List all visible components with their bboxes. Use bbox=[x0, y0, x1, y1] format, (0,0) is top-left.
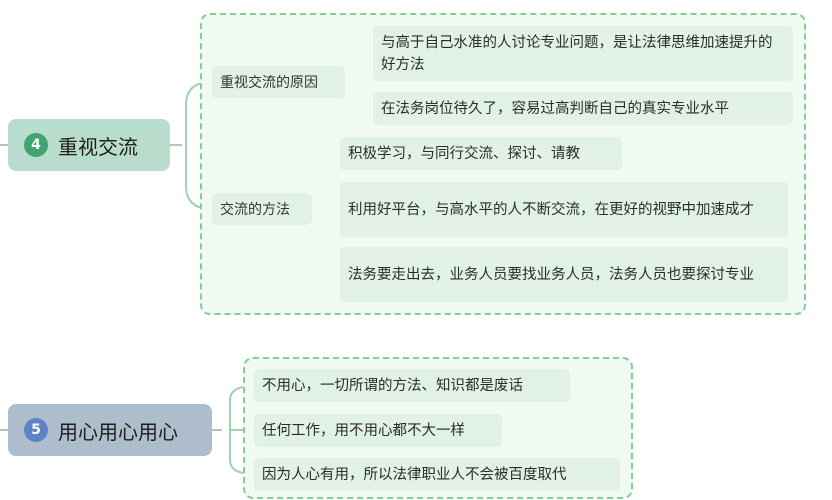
subtopic-label: 重视交流的原因 bbox=[220, 75, 318, 91]
subtopic-node[interactable]: 交流的方法 bbox=[212, 193, 312, 225]
leaf-text: 任何工作，用不用心都不大一样 bbox=[262, 422, 465, 439]
leaf-node[interactable]: 因为人心有用，所以法律职业人不会被百度取代 bbox=[254, 458, 620, 491]
topic-node-4[interactable]: 4 重视交流 bbox=[8, 119, 170, 171]
leaf-node[interactable]: 积极学习，与同行交流、探讨、请教 bbox=[340, 137, 622, 170]
leaf-node[interactable]: 在法务岗位待久了，容易过高判断自己的真实专业水平 bbox=[373, 92, 793, 125]
leaf-text: 利用好平台，与高水平的人不断交流，在更好的视野中加速成才 bbox=[348, 201, 754, 218]
leaf-text: 因为人心有用，所以法律职业人不会被百度取代 bbox=[262, 466, 567, 483]
leaf-text: 不用心，一切所谓的方法、知识都是废话 bbox=[262, 377, 523, 394]
topic-title: 用心用心用心 bbox=[58, 419, 178, 444]
connector-line bbox=[185, 81, 213, 210]
topic-node-5[interactable]: 5 用心用心用心 bbox=[8, 404, 212, 456]
subtopic-label: 交流的方法 bbox=[220, 202, 290, 218]
leaf-node[interactable]: 利用好平台，与高水平的人不断交流，在更好的视野中加速成才 bbox=[340, 182, 788, 237]
leaf-node[interactable]: 法务要走出去，业务人员要找业务人员，法务人员也要探讨专业 bbox=[340, 247, 788, 302]
leaf-text: 法务要走出去，业务人员要找业务人员，法务人员也要探讨专业 bbox=[348, 266, 754, 283]
leaf-node[interactable]: 不用心，一切所谓的方法、知识都是废话 bbox=[254, 369, 570, 402]
leaf-node[interactable]: 任何工作，用不用心都不大一样 bbox=[254, 414, 502, 447]
leaf-text: 积极学习，与同行交流、探讨、请教 bbox=[348, 145, 580, 162]
subtopic-node[interactable]: 重视交流的原因 bbox=[212, 66, 345, 98]
leaf-node[interactable]: 与高于自己水准的人讨论专业问题，是让法律思维加速提升的好方法 bbox=[373, 26, 793, 81]
number-badge: 4 bbox=[24, 133, 48, 157]
leaf-text: 在法务岗位待久了，容易过高判断自己的真实专业水平 bbox=[381, 100, 729, 117]
number-badge: 5 bbox=[24, 418, 48, 442]
leaf-text: 与高于自己水准的人讨论专业问题，是让法律思维加速提升的好方法 bbox=[381, 34, 773, 73]
topic-title: 重视交流 bbox=[58, 134, 138, 159]
